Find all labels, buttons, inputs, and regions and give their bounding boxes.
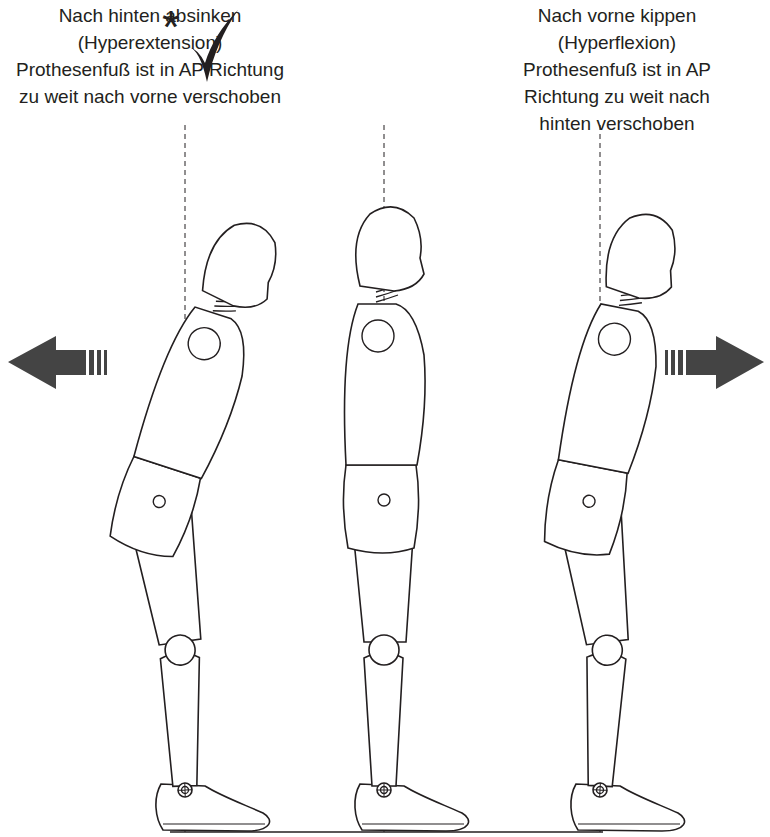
asterisk-mark: * (151, 4, 191, 50)
mannequin-figure (343, 207, 468, 831)
direction-arrow (8, 336, 107, 389)
caption-text: Nach hinten absinken (5, 2, 295, 29)
caption-text: (Hyperextension) (5, 29, 295, 56)
direction-arrow (665, 336, 764, 389)
caption-text: Prothesenfuß ist in AP Richtung zu weit … (10, 56, 290, 110)
caption-text: Prothesenfuß ist in AP Richtung zu weit … (497, 56, 737, 137)
caption-text: (Hyperflexion) (472, 29, 762, 56)
mannequin-figure (469, 187, 761, 831)
mannequin-figure (60, 198, 351, 831)
caption-text: Nach vorne kippen (472, 2, 762, 29)
